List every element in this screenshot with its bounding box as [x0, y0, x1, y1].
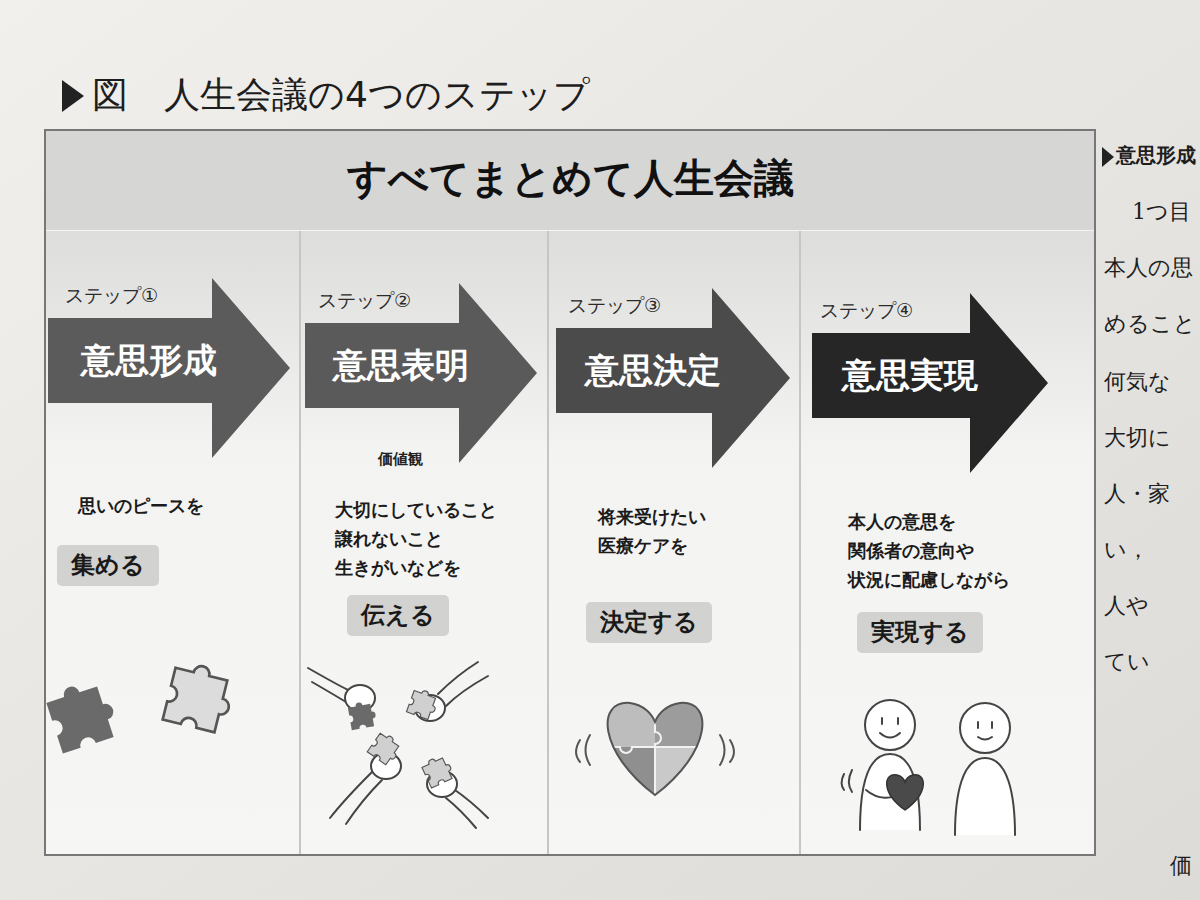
puzzle-heart [576, 695, 734, 802]
body-text: い， [1104, 536, 1149, 565]
held-pieces [347, 687, 455, 788]
step-name: 意思決定 [556, 328, 750, 413]
step-name: 意思実現 [812, 333, 1008, 418]
arrow-outline [812, 293, 1048, 473]
body-text: めること [1104, 310, 1196, 339]
figure-panel: 意思形成集める ステップ① 思いのピースを 意思表明伝える ステップ② 価値観大切にしてい… [45, 130, 1095, 855]
note-text: 価値観 [378, 450, 423, 470]
column-ground [46, 231, 1094, 854]
body-text: 価 [1170, 852, 1192, 881]
body-text: 本人の思 [1104, 254, 1193, 283]
step-column: 意思表明伝える ステップ② 価値観大切にしていること 譲れないこと 生きがいなどを [300, 230, 548, 855]
step-description: 大切にしていること 譲れないこと 生きがいなどを [335, 496, 497, 582]
arrow-outline [556, 288, 790, 468]
step-description: 将来受けたい 医療ケアを [598, 503, 706, 561]
body-text: 何気な [1104, 368, 1171, 397]
body-text: てい [1104, 648, 1150, 677]
step-number: ステップ② [318, 288, 411, 313]
body-text: 1つ目 [1132, 198, 1191, 227]
puzzle-pieces [44, 660, 237, 754]
step-number: ステップ④ [820, 298, 913, 323]
step-description: 思いのピースを [78, 492, 204, 521]
section-heading: 意思形成 [1116, 142, 1196, 168]
step-name: 意思形成 [48, 318, 250, 403]
step-column: 意思実現実現する ステップ④ 本人の意思を 関係者の意向や 状況に配慮しながら [800, 230, 1095, 855]
action-box: 実現する [857, 612, 983, 653]
action-text: 集める [71, 550, 145, 581]
step-name: 意思表明 [305, 323, 497, 408]
heading-marker [1102, 147, 1114, 167]
action-box: 決定する [586, 602, 712, 643]
hands-with-pieces [308, 662, 488, 828]
step-number: ステップ③ [568, 293, 661, 318]
body-text: 人・家 [1104, 480, 1170, 509]
action-text: 実現する [871, 617, 969, 648]
body-text: 大切に [1104, 424, 1171, 453]
two-people [860, 700, 1015, 835]
action-box: 伝える [347, 595, 449, 636]
arrow-outline [48, 278, 290, 458]
arrow-outline [305, 283, 537, 463]
action-text: 決定する [600, 607, 698, 638]
body-text: 人や [1104, 592, 1149, 621]
step-number: ステップ① [65, 283, 158, 308]
panel-heading: すべてまとめて人生会議 [45, 152, 1095, 204]
step-column: 意思決定決定する ステップ③ 将来受けたい 医療ケアを [548, 230, 800, 855]
figure-title: 図 人生会議の4つのステップ [92, 72, 590, 119]
action-text: 伝える [361, 600, 435, 631]
column-dividers [300, 231, 800, 854]
held-heart [887, 775, 924, 810]
step-description: 本人の意思を 関係者の意向や 状況に配慮しながら [848, 508, 1010, 594]
panel-frame [45, 130, 1095, 855]
title-marker [62, 80, 84, 112]
step-column: 意思形成集める ステップ① 思いのピースを [45, 230, 300, 855]
header-band [46, 131, 1094, 230]
action-box: 集める [57, 545, 159, 586]
